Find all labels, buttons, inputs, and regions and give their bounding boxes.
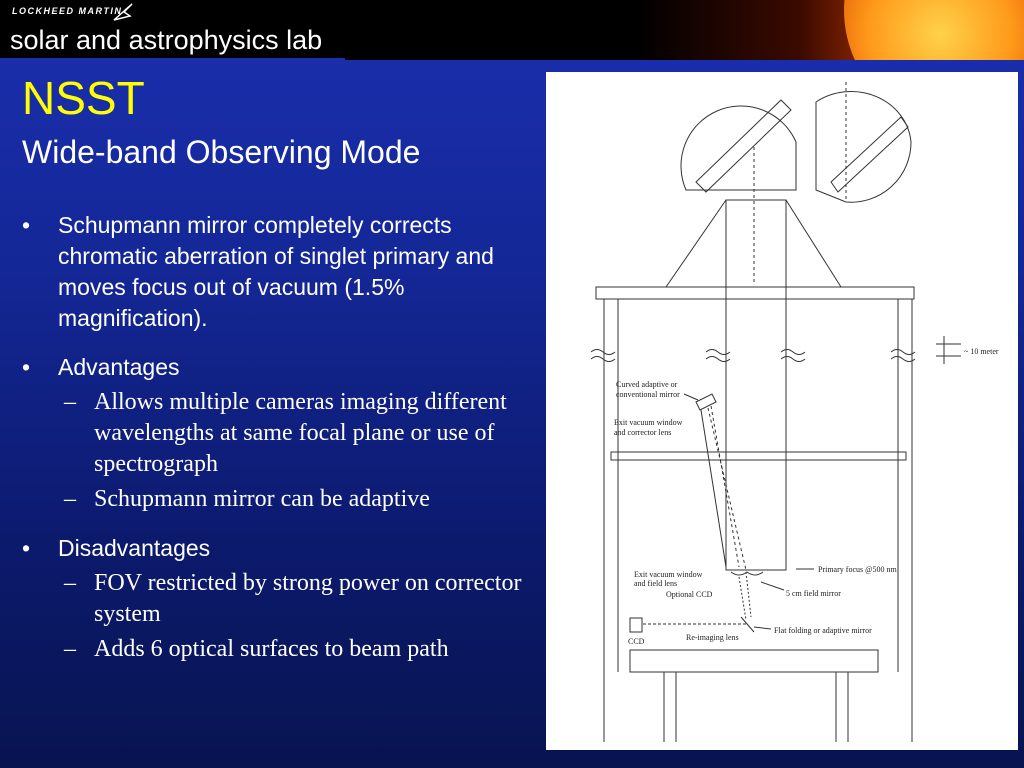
bullet-item: • Disadvantages – FOV restricted by stro… <box>22 533 542 665</box>
telescope-diagram: ~ 10 meter Curved adaptive or convention… <box>546 72 1018 750</box>
label-ccd: CCD <box>628 637 645 646</box>
label-flat-folding: Flat folding or adaptive mirror <box>774 626 872 635</box>
left-dome <box>680 105 797 191</box>
header-divider <box>0 58 345 60</box>
slide-subtitle: Wide-band Observing Mode <box>22 134 421 170</box>
sub-bullet-text: Allows multiple cameras imaging differen… <box>94 389 507 477</box>
sub-bullet-item: – Allows multiple cameras imaging differ… <box>14 387 542 480</box>
label-field-mirror: 5 cm field mirror <box>786 589 841 598</box>
sub-bullet-text: Adds 6 optical surfaces to beam path <box>94 636 449 662</box>
main-tube <box>725 199 787 571</box>
bench <box>629 649 879 673</box>
label-optional-ccd: Optional CCD <box>666 590 713 599</box>
lab-title: solar and astrophysics lab <box>10 25 323 55</box>
brand-logo-text: LOCKHEED MARTIN <box>12 6 123 16</box>
header-banner: LOCKHEED MARTIN solar and astrophysics l… <box>0 0 1024 60</box>
label-reimaging-lens: Re-imaging lens <box>686 633 739 642</box>
label-primary-focus: Primary focus @500 nm <box>818 565 897 574</box>
sub-bullet-dash: – <box>64 636 76 662</box>
sub-bullet-dash: – <box>64 570 76 596</box>
sub-bullet-dash: – <box>64 486 76 512</box>
schupmann-mirror <box>695 393 717 411</box>
right-dome-mirror <box>830 116 909 193</box>
sub-bullet-item: – FOV restricted by strong power on corr… <box>14 568 542 630</box>
left-dome-mirror <box>695 99 792 193</box>
star-logo-icon <box>113 3 133 21</box>
middle-deck <box>610 451 907 461</box>
bullet-text: Schupmann mirror completely corrects chr… <box>58 212 494 331</box>
bullet-dot: • <box>22 535 31 561</box>
upper-deck <box>595 286 915 300</box>
sub-bullet-text: Schupmann mirror can be adaptive <box>94 486 430 512</box>
bullet-text: Disadvantages <box>58 535 211 561</box>
bullet-item: • Schupmann mirror completely corrects c… <box>22 210 542 334</box>
label-exit-field-2: and field lens <box>634 579 677 588</box>
sub-bullet-dash: – <box>64 389 76 415</box>
sub-bullet-item: – Schupmann mirror can be adaptive <box>14 484 542 515</box>
label-curved-mirror-2: conventional mirror <box>616 390 680 399</box>
telescope-diagram-svg: ~ 10 meter Curved adaptive or convention… <box>590 82 999 742</box>
label-ten-meter: ~ 10 meter <box>964 347 999 356</box>
bullet-dot: • <box>22 354 31 380</box>
label-exit-field-1: Exit vacuum window <box>634 570 703 579</box>
sub-bullet-item: – Adds 6 optical surfaces to beam path <box>14 634 542 665</box>
slide-title: NSST <box>22 72 145 124</box>
right-dome <box>815 91 912 203</box>
sub-bullet-text: FOV restricted by strong power on correc… <box>94 570 522 627</box>
bullet-item: • Advantages – Allows multiple cameras i… <box>22 352 542 515</box>
bullet-list: • Schupmann mirror completely corrects c… <box>22 210 542 683</box>
sun-graphic <box>844 0 1024 60</box>
bullet-dot: • <box>22 212 31 238</box>
label-exit-window-2: and corrector lens <box>614 428 671 437</box>
label-exit-window-1: Exit vacuum window <box>614 418 683 427</box>
label-curved-mirror-1: Curved adaptive or <box>616 380 678 389</box>
ccd-box <box>629 617 643 633</box>
bullet-text: Advantages <box>58 354 180 380</box>
